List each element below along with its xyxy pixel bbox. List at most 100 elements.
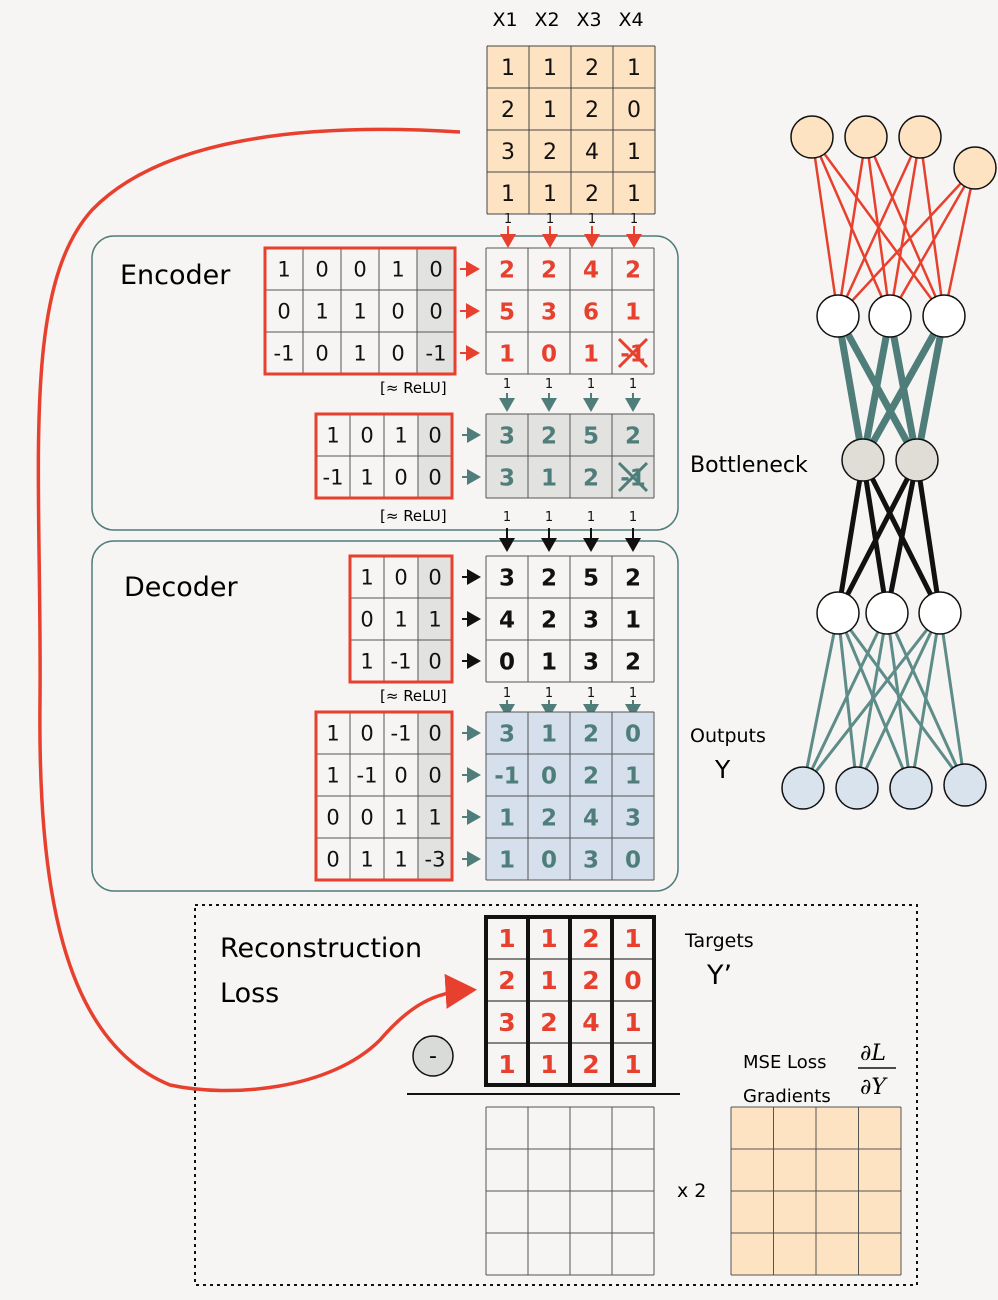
encoder-w1-matrix-cell: 0 bbox=[315, 342, 328, 366]
targets-matrix-cell: 2 bbox=[582, 966, 599, 995]
neuron-node bbox=[918, 591, 962, 635]
encoder-w1-matrix-cell: 0 bbox=[277, 300, 290, 324]
encoder-h1-matrix-cell: 2 bbox=[625, 257, 641, 283]
targets-matrix-cell: 4 bbox=[582, 1008, 599, 1037]
decoder-h3-matrix-cell: 2 bbox=[625, 649, 641, 675]
outputs-matrix-cell: 3 bbox=[583, 847, 599, 873]
encoder-h1-matrix-cell: 1 bbox=[625, 299, 641, 325]
neuron-node bbox=[865, 591, 909, 635]
input-matrix-cell: 1 bbox=[543, 182, 557, 207]
outputs-matrix-cell: 2 bbox=[583, 763, 599, 789]
decoder-w4-matrix-cell: 0 bbox=[326, 848, 339, 872]
neuron-node bbox=[835, 766, 879, 810]
encoder-w1-arrows bbox=[460, 261, 480, 361]
neuron-node bbox=[953, 146, 997, 190]
bias-one: 1 bbox=[587, 377, 595, 392]
decoder-h3-matrix-cell: 5 bbox=[583, 565, 599, 591]
neuron-node bbox=[790, 115, 834, 159]
outputs-matrix-cell: 1 bbox=[499, 805, 515, 831]
loss-title-line2: Loss bbox=[220, 978, 279, 1009]
decoder-h3-matrix-cell: 3 bbox=[499, 565, 515, 591]
times-two-label: x 2 bbox=[677, 1180, 706, 1202]
bias-one: 1 bbox=[545, 686, 553, 701]
input-matrix-cell: 0 bbox=[627, 98, 641, 123]
encoder-h2-matrix-cell: 3 bbox=[499, 423, 515, 449]
encoder-w1-matrix-cell: 1 bbox=[353, 300, 366, 324]
input-matrix-cell: 1 bbox=[501, 56, 515, 81]
feedback-curve bbox=[36, 127, 477, 1093]
decoder-h3-matrix-cell: 3 bbox=[583, 649, 599, 675]
gradient-grid bbox=[730, 1106, 902, 1276]
targets-matrix-cell: 2 bbox=[582, 924, 599, 953]
decoder-w4-matrix-cell: 0 bbox=[428, 722, 441, 746]
decoder-h3-matrix-cell: 1 bbox=[625, 607, 641, 633]
bias-one: 1 bbox=[503, 510, 511, 525]
outputs-matrix-cell: 2 bbox=[583, 721, 599, 747]
bias-one: 1 bbox=[545, 510, 553, 525]
targets-matrix-cell: 1 bbox=[540, 924, 557, 953]
decoder-w4-matrix-cell: -1 bbox=[357, 764, 378, 788]
input-matrix-cell: 1 bbox=[543, 56, 557, 81]
encoder-h1-matrix-cell: 2 bbox=[499, 257, 515, 283]
decoder-w4-matrix-cell: 0 bbox=[360, 806, 373, 830]
network-graph bbox=[781, 115, 997, 810]
decoder-h3-matrix-cell: 2 bbox=[541, 607, 557, 633]
neuron-node bbox=[898, 115, 942, 159]
encoder-w2-matrix-cell: 1 bbox=[394, 424, 407, 448]
input-matrix-cell: 2 bbox=[543, 140, 557, 165]
input-matrix-cell: 1 bbox=[627, 56, 641, 81]
encoder-h2-matrix-cell: 1 bbox=[541, 465, 557, 491]
decoder-w4-matrix-cell: -1 bbox=[391, 722, 412, 746]
encoder-w2-matrix-cell: 1 bbox=[360, 466, 373, 490]
outputs-matrix-cell: 0 bbox=[541, 847, 557, 873]
encoder-h1-matrix-cell: 1 bbox=[499, 341, 515, 367]
encoder-w2-arrows bbox=[462, 427, 481, 485]
edges-hidden1-bottleneck bbox=[834, 312, 948, 464]
input-matrix-cell: 2 bbox=[585, 182, 599, 207]
encoder-h2-matrix-cell: 2 bbox=[541, 423, 557, 449]
decoder-w4-matrix-cell: 1 bbox=[428, 806, 441, 830]
targets-matrix-cell: 1 bbox=[498, 1050, 515, 1079]
outputs-matrix-cell: 0 bbox=[625, 847, 641, 873]
input-matrix-cell: 1 bbox=[627, 140, 641, 165]
encoder-h2-matrix-cell: 2 bbox=[583, 465, 599, 491]
encoder-w2-matrix-cell: 0 bbox=[428, 424, 441, 448]
minus-symbol: - bbox=[429, 1044, 437, 1069]
decoder-w4-arrows bbox=[462, 725, 481, 867]
input-matrix-cell: 4 bbox=[585, 140, 599, 165]
targets-matrix-cell: 1 bbox=[624, 1050, 641, 1079]
encoder-h1-matrix-cell: 4 bbox=[583, 257, 599, 283]
encoder-w2-matrix-cell: 0 bbox=[428, 466, 441, 490]
loss-box bbox=[194, 904, 918, 1286]
outputs-matrix-cell: 3 bbox=[625, 805, 641, 831]
neuron-node bbox=[841, 438, 885, 482]
neuron-node bbox=[816, 294, 860, 338]
encoder-w2-matrix-cell: 0 bbox=[394, 466, 407, 490]
neuron-node bbox=[844, 115, 888, 159]
neuron-node bbox=[943, 763, 987, 807]
input-label-x3: X3 bbox=[576, 9, 601, 31]
relu-label-1: [≈ ReLU] bbox=[380, 379, 447, 397]
outputs-matrix-cell: 2 bbox=[541, 805, 557, 831]
difference-grid bbox=[485, 1106, 655, 1276]
decoder-w3-matrix-cell: -1 bbox=[391, 650, 412, 674]
encoder-h1-matrix-cell: 5 bbox=[499, 299, 515, 325]
edges-bottleneck-hidden3 bbox=[835, 457, 943, 616]
decoder-w4-matrix-cell: 1 bbox=[326, 764, 339, 788]
bias-one: 1 bbox=[630, 212, 638, 227]
decoder-w4-matrix-cell: 1 bbox=[394, 806, 407, 830]
encoder-w1-matrix-cell: 0 bbox=[391, 342, 404, 366]
input-matrix-cell: 2 bbox=[585, 56, 599, 81]
outputs-matrix-cell: 0 bbox=[541, 763, 557, 789]
input-matrix-cell: 1 bbox=[501, 182, 515, 207]
targets-matrix-cell: 1 bbox=[624, 1008, 641, 1037]
decoder-w3-matrix-cell: 1 bbox=[360, 566, 373, 590]
decoder-h3-matrix-cell: 1 bbox=[541, 649, 557, 675]
bias-one: 1 bbox=[587, 686, 595, 701]
input-matrix-cell: 2 bbox=[585, 98, 599, 123]
targets-label: Targets bbox=[684, 930, 754, 952]
decoder-h3-matrix-cell: 0 bbox=[499, 649, 515, 675]
